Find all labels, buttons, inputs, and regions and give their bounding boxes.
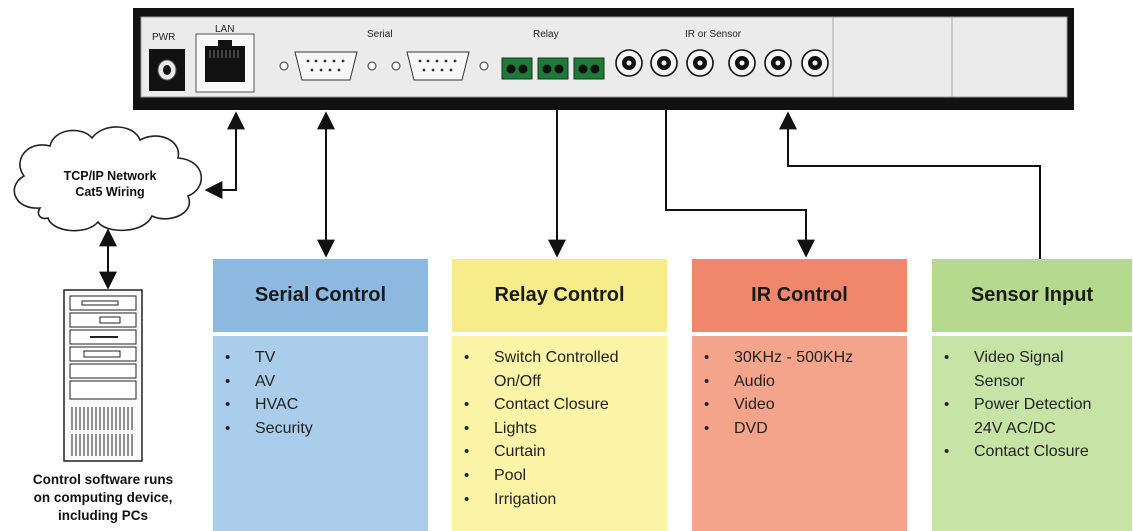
ir-jack-2: [650, 49, 678, 77]
list-item: Switch Controlled: [452, 346, 667, 370]
list-item: Power Detection: [932, 393, 1132, 417]
sensor-arrow: [779, 111, 1041, 260]
list-item: HVAC: [213, 393, 428, 417]
network-cloud: TCP/IP Network Cat5 Wiring: [13, 126, 203, 232]
sensor-input-header: Sensor Input: [932, 259, 1132, 332]
ir-jack-1: [615, 49, 643, 77]
device-panel: PWR LAN Serial: [133, 8, 1074, 110]
list-item: AV: [213, 370, 428, 394]
relay-label: Relay: [533, 29, 559, 40]
list-item: Contact Closure: [452, 393, 667, 417]
ir-jack-6: [801, 49, 829, 77]
network-label-line1: TCP/IP Network: [64, 169, 157, 183]
caption-line3: including PCs: [58, 508, 148, 523]
list-item: DVD: [692, 417, 907, 441]
list-item: Audio: [692, 370, 907, 394]
ir-jack-5: [764, 49, 792, 77]
serial-port-1: [279, 51, 377, 81]
ir-control-header: IR Control: [692, 259, 907, 332]
computer-caption: Control software runs on computing devic…: [33, 472, 173, 523]
list-item: Video Signal: [932, 346, 1132, 370]
ir-jack-4: [728, 49, 756, 77]
list-item: Pool: [452, 464, 667, 488]
sensor-input-list: Video Signal Sensor Power Detection 24V …: [932, 336, 1132, 531]
serial-control-header: Serial Control: [213, 259, 428, 332]
relay-control-header: Relay Control: [452, 259, 667, 332]
relay-control-title: Relay Control: [494, 284, 625, 306]
lan-port: [195, 33, 255, 93]
list-item: Security: [213, 417, 428, 441]
list-item: TV: [213, 346, 428, 370]
list-item: 30KHz - 500KHz: [692, 346, 907, 370]
ir-sensor-label: IR or Sensor: [685, 29, 742, 40]
list-item: Lights: [452, 417, 667, 441]
list-item: Curtain: [452, 440, 667, 464]
sensor-input-title: Sensor Input: [970, 284, 1094, 306]
ir-control-list: 30KHz - 500KHz Audio Video DVD: [692, 336, 907, 531]
caption-line1: Control software runs: [33, 472, 173, 487]
connectors: [99, 110, 1041, 290]
relay-control-list: Switch Controlled On/Off Contact Closure…: [452, 336, 667, 531]
ir-jack-3: [686, 49, 714, 77]
relay-terminal-1: [501, 57, 533, 80]
serial-label: Serial: [367, 29, 393, 40]
lan-label: LAN: [215, 24, 234, 35]
ir-arrow: [665, 110, 815, 258]
list-item-continuation: On/Off: [494, 372, 541, 390]
power-jack: [149, 49, 185, 91]
relay-terminal-3: [573, 57, 605, 80]
serial-control-title: Serial Control: [254, 284, 387, 306]
list-item: Irrigation: [452, 488, 667, 512]
serial-control-list: TV AV HVAC Security: [213, 336, 428, 531]
caption-line2: on computing device,: [34, 490, 173, 505]
network-label-line2: Cat5 Wiring: [75, 185, 144, 199]
ir-control-title: IR Control: [751, 284, 848, 306]
computer-tower-icon: [63, 289, 143, 462]
list-item-continuation: Sensor: [974, 372, 1025, 390]
list-item: Contact Closure: [932, 440, 1132, 464]
serial-port-2: [391, 51, 489, 81]
lan-to-cloud-arrow: [204, 111, 245, 199]
relay-terminal-2: [537, 57, 569, 80]
pwr-label: PWR: [152, 32, 175, 43]
list-item: Video: [692, 393, 907, 417]
list-item-continuation: 24V AC/DC: [974, 419, 1056, 437]
